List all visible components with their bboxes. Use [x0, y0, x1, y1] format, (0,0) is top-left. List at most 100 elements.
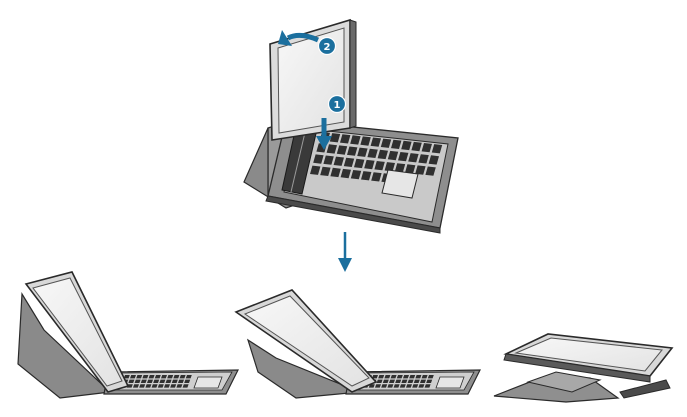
keyboard-key [147, 379, 153, 383]
keyboard-key [387, 150, 399, 161]
step-number-1: 1 [334, 100, 341, 111]
keyboard-key [426, 379, 433, 383]
tablet-screen [32, 277, 123, 387]
keyboard-key [185, 375, 192, 379]
keyboard-key [401, 140, 412, 151]
keyboard-key [176, 384, 183, 388]
keyboard-key [381, 384, 388, 388]
position-flat-typing [493, 333, 674, 403]
keyboard-key [370, 137, 381, 147]
tilt-arrow [286, 32, 320, 43]
keyboard-key [357, 147, 368, 157]
keyboard-key [411, 141, 422, 152]
position-upright-stand [17, 271, 239, 399]
keyboard-key [372, 375, 378, 379]
keyboard-key [170, 384, 177, 388]
keyboard-keys [120, 375, 192, 388]
tablet-screen [243, 295, 370, 387]
keyboard-key [377, 149, 388, 160]
touchpad [381, 169, 419, 199]
keyboard-key [418, 154, 429, 164]
keyboard-key [310, 165, 321, 175]
step-badge-2: 2 [317, 36, 337, 56]
keyboard-key [405, 164, 416, 174]
keyboard-key [350, 135, 361, 145]
keyboard-key [393, 384, 400, 388]
keyboard-key [390, 375, 397, 379]
stand-fold [17, 292, 112, 399]
down-arrow-icon [338, 232, 352, 272]
keyboard-key [329, 133, 341, 143]
keyboard-key [376, 379, 383, 383]
keyboard-key [361, 171, 372, 181]
keyboard-key [178, 379, 184, 383]
keyboard-key [375, 384, 381, 388]
step-number-2: 2 [324, 42, 331, 53]
tablet-edge [349, 19, 357, 129]
tilt-arrow-head [278, 30, 292, 46]
keyboard-key [333, 156, 344, 166]
keyboard-key [431, 144, 443, 154]
keyboard-key [157, 384, 164, 388]
keyboard-key [182, 384, 189, 388]
keyboard-key [401, 379, 408, 383]
keyboard-key [428, 155, 439, 165]
keyboard-key [347, 146, 358, 156]
keyboard-key [384, 162, 395, 172]
keyboard-key [403, 375, 409, 379]
keyboard-key [179, 375, 186, 379]
step-badge-1: 1 [327, 94, 347, 114]
keyboard-key [409, 375, 416, 379]
keyboard-key [412, 384, 419, 388]
keyboard-key [136, 375, 143, 379]
keyboard-key [159, 379, 166, 383]
keyboard-key [123, 375, 130, 379]
touchpad [435, 376, 465, 389]
keyboard-key [427, 375, 434, 379]
keyboard-key [184, 379, 191, 383]
tablet-screen [514, 337, 663, 372]
keyboard-key [367, 148, 378, 158]
keyboard-key [415, 165, 426, 175]
keyboard-key [313, 154, 324, 164]
keyboard-key [407, 379, 414, 383]
keyboard-key [171, 379, 178, 383]
keyboard-key [161, 375, 167, 379]
keyboard-key [391, 139, 402, 149]
keyboard-key [336, 145, 348, 155]
keyboard-key [148, 375, 155, 379]
keyboard-key [153, 379, 160, 383]
keyboard-key [133, 384, 139, 388]
position-reclined-stand [234, 289, 481, 399]
keyboard-keys [310, 132, 443, 183]
keyboard-key [424, 384, 431, 388]
keyboard-key [139, 384, 146, 388]
keyboard-key [140, 379, 147, 383]
attach-illustration: 1 2 [243, 18, 459, 234]
keyboard-key [396, 375, 403, 379]
keyboard-base-edge [265, 195, 441, 234]
keyboard-key [408, 153, 419, 163]
keyboard-key [151, 384, 158, 388]
keyboard-key [413, 379, 420, 383]
keyboard-key [354, 158, 365, 169]
keyboard-key [340, 134, 351, 144]
keyboard-key [330, 167, 341, 178]
keyboard-key [371, 172, 382, 182]
keyboard-key [395, 379, 402, 383]
keyboard-key [394, 163, 406, 173]
keyboard-key [420, 379, 426, 383]
keyboard-key [364, 159, 375, 170]
cover-edge [619, 379, 671, 399]
keyboard-key [421, 143, 432, 153]
keyboard-key [406, 384, 412, 388]
keyboard-key [145, 384, 152, 388]
keyboard-key [421, 375, 428, 379]
keyboard-key [343, 157, 355, 167]
keyboard-key [425, 166, 436, 176]
keyboard-key [323, 155, 334, 165]
keyboard-key [128, 379, 135, 383]
touchpad [193, 376, 223, 389]
